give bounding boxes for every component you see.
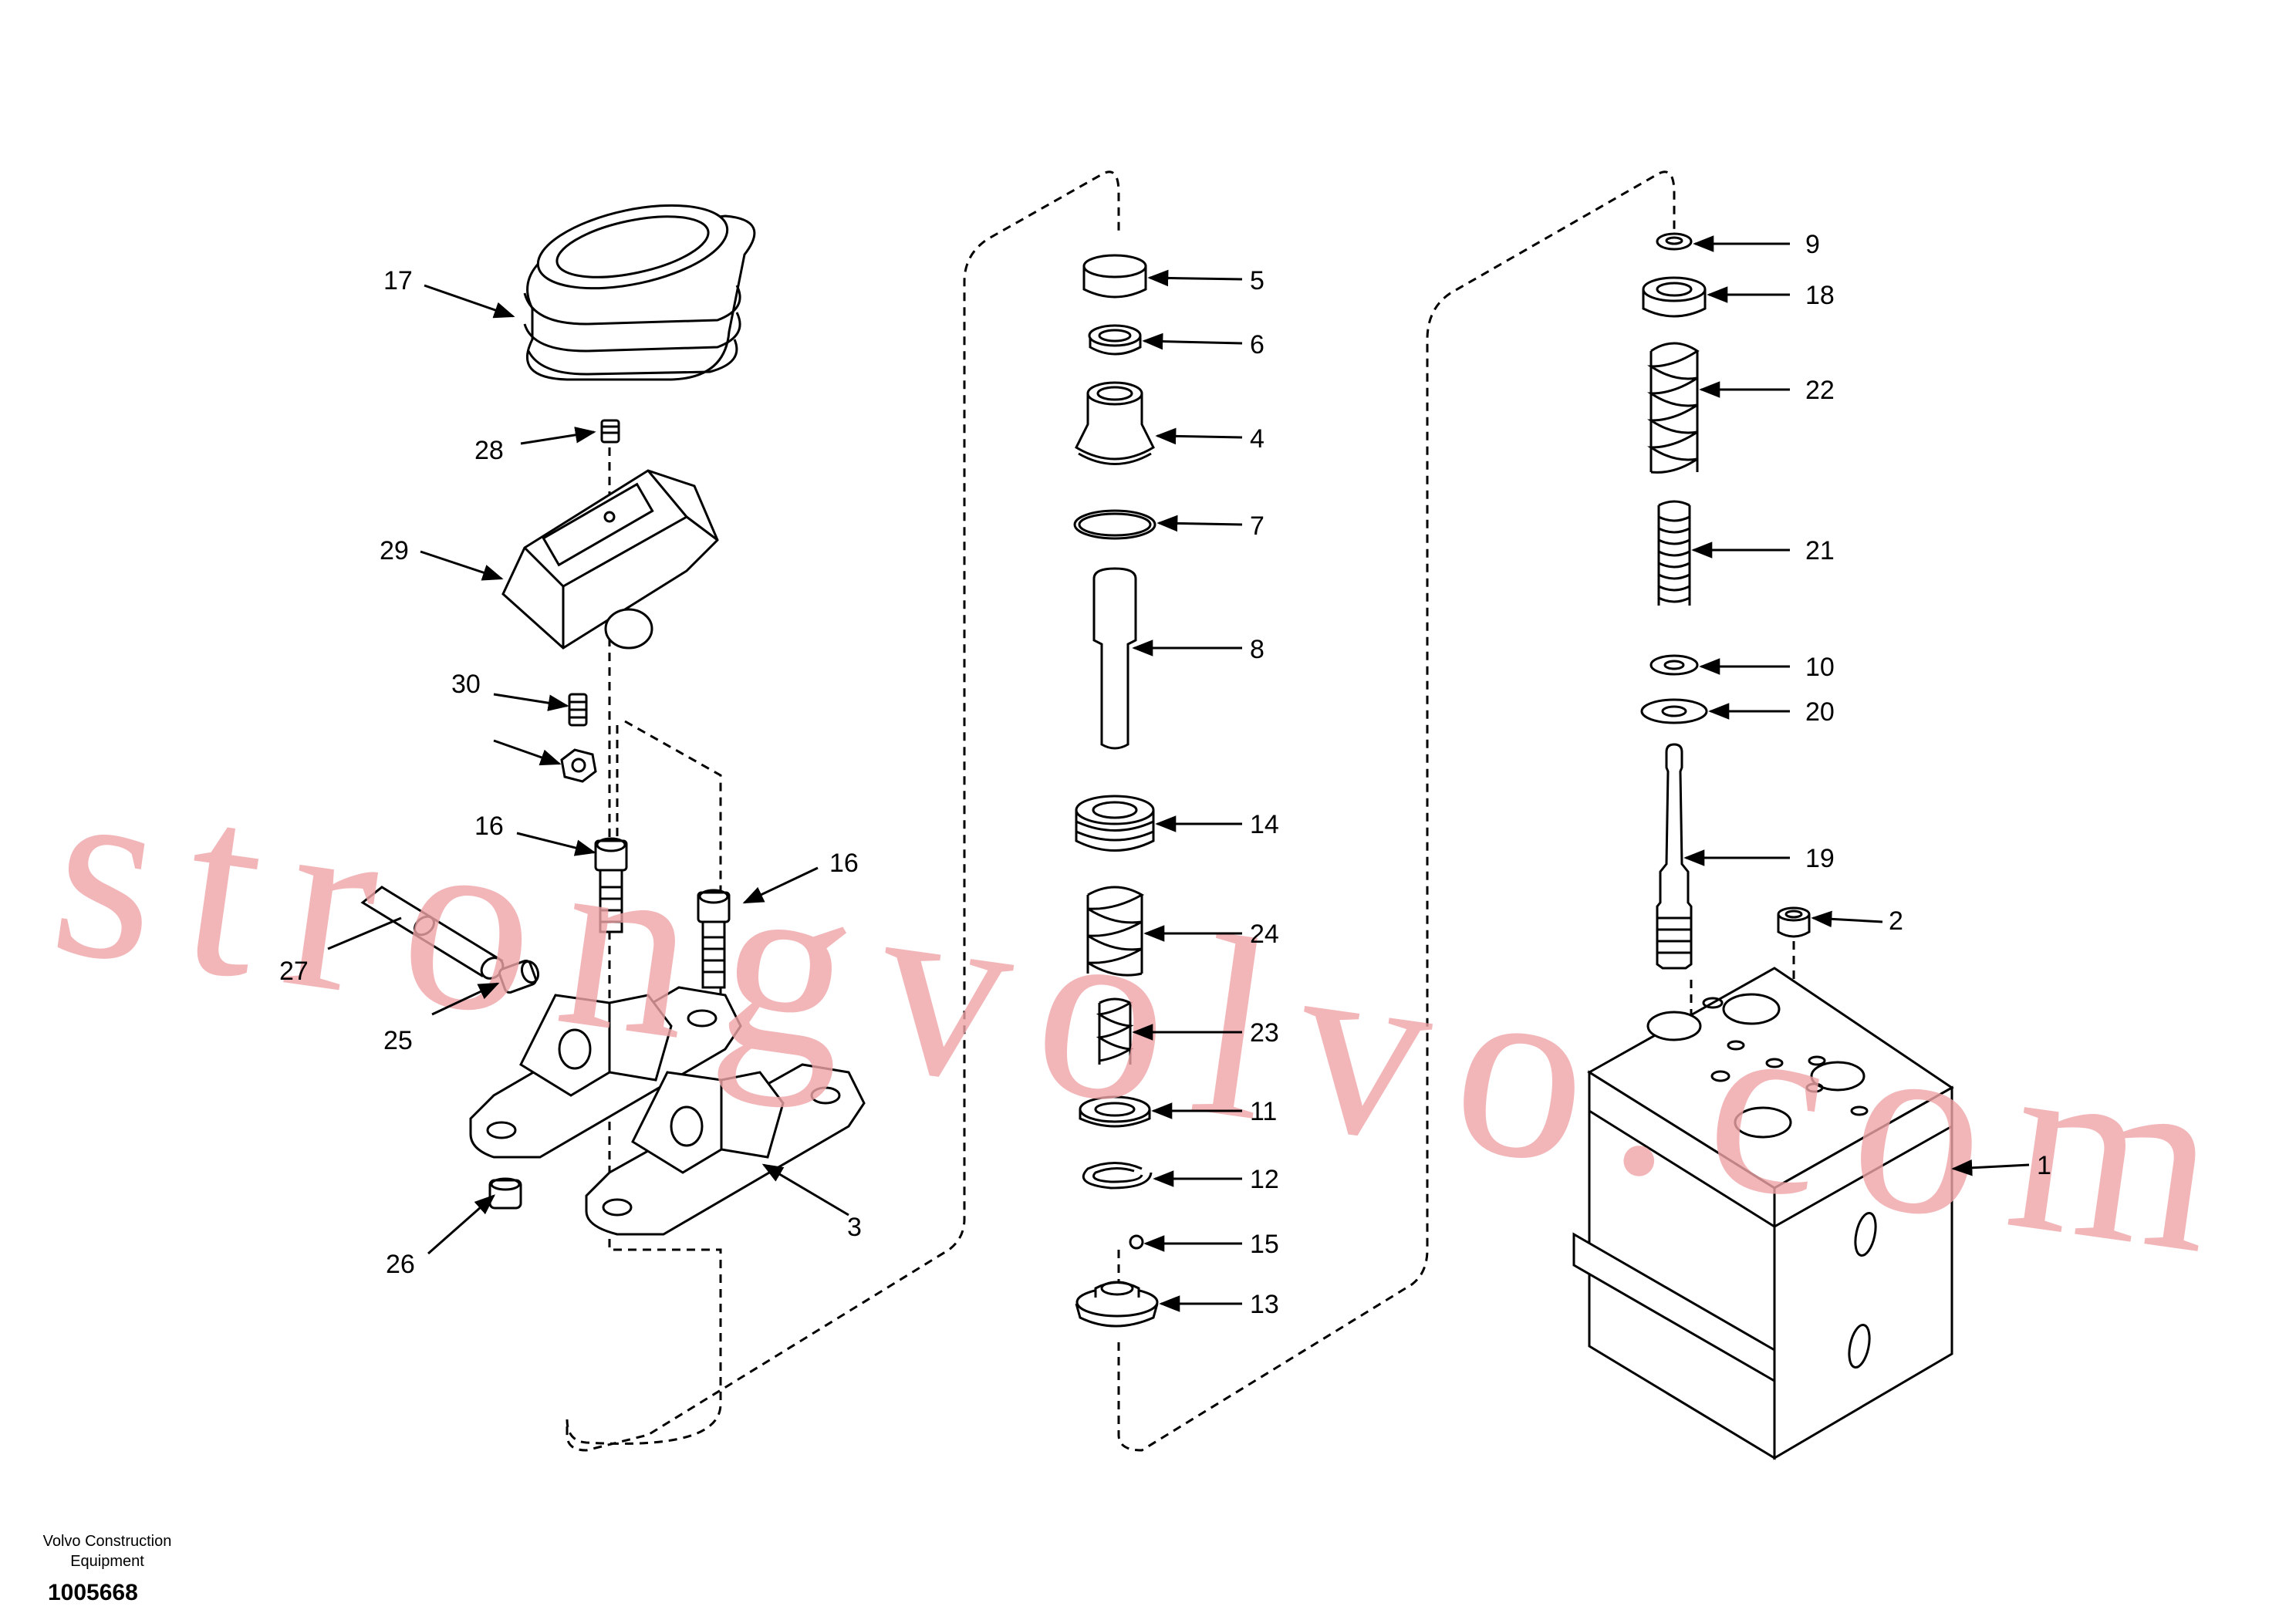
bracket-left	[469, 986, 742, 1159]
part-label-16b: 16	[829, 849, 859, 878]
washer-part-20	[1640, 698, 1708, 724]
washer-part-9	[1656, 232, 1693, 251]
seal-part-6	[1088, 324, 1142, 356]
part-label-2: 2	[1889, 906, 1903, 936]
spool-part-18	[1656, 743, 1693, 970]
part-label-24: 24	[1250, 920, 1279, 949]
part-label-23: 23	[1250, 1018, 1279, 1048]
pin-part-26	[360, 886, 505, 980]
part-label-3: 3	[847, 1213, 862, 1242]
part-label-29: 30	[451, 670, 481, 699]
drawing-number: 1005668	[48, 1580, 138, 1605]
part-label-14: 14	[1250, 810, 1279, 839]
part-label-25b: 26	[386, 1250, 415, 1279]
part-label-22: 22	[1805, 376, 1835, 405]
part-label-16a: 16	[474, 812, 504, 841]
spring-part-21	[1657, 500, 1691, 606]
part-label-12: 12	[1250, 1165, 1279, 1194]
part-label-5: 5	[1250, 266, 1264, 295]
set-screw-part-28	[600, 419, 620, 444]
part-label-10: 10	[1805, 653, 1835, 682]
part-label-25a: 25	[383, 1026, 413, 1055]
part-label-4: 4	[1250, 424, 1264, 454]
part-label-6: 6	[1250, 330, 1264, 359]
plunger-part-8	[1092, 567, 1137, 750]
bolt-part-16a	[594, 837, 628, 933]
spring-part-23	[1096, 997, 1134, 1065]
set-screw-part-29	[568, 693, 588, 727]
seat-part-14	[1075, 795, 1155, 852]
assembly-path-right	[1117, 170, 1676, 1452]
part-label-18: 19	[1805, 844, 1835, 873]
ball-part-15	[1129, 1234, 1144, 1250]
part-label-11: 11	[1250, 1097, 1277, 1126]
valve-body-part-1	[1572, 967, 1954, 1460]
washer-part-11	[1079, 1095, 1151, 1128]
snap-ring-part-12	[1082, 1162, 1153, 1190]
ring-part-5	[1082, 254, 1147, 299]
plug-part-4	[1075, 381, 1155, 465]
part-label-26: 27	[279, 957, 309, 986]
publisher-name: Volvo Construction Equipment	[42, 1533, 172, 1570]
cap-part-13	[1075, 1281, 1159, 1328]
part-label-9: 9	[1805, 230, 1820, 259]
part-label-19: 18	[1805, 281, 1835, 310]
part-label-20: 20	[1805, 697, 1835, 727]
washer-part-10	[1649, 654, 1699, 676]
pedal-bracket-part-3	[585, 1063, 866, 1236]
part-label-17: 17	[383, 266, 413, 295]
spring-part-24	[1086, 886, 1145, 977]
part-label-21: 21	[1805, 536, 1835, 565]
bushing-part-25b	[488, 1177, 522, 1210]
part-label-28: 28	[474, 436, 504, 465]
nut-part-30	[560, 748, 597, 783]
cam-plate-part-27	[501, 469, 719, 650]
bolt-part-16b	[697, 889, 731, 989]
part-label-15: 15	[1250, 1230, 1279, 1259]
part-label-13: 13	[1250, 1290, 1279, 1319]
spring-part-22	[1647, 342, 1700, 474]
part-label-8: 8	[1250, 635, 1264, 664]
part-label-27: 29	[380, 536, 409, 565]
seat-part-19	[1642, 276, 1707, 318]
plug-part-2	[1777, 906, 1811, 938]
bushing-part-25a	[498, 959, 540, 994]
leader-lines	[327, 235, 2030, 1312]
part-label-7: 7	[1250, 511, 1264, 541]
part-label-1: 1	[2037, 1151, 2051, 1180]
o-ring-part-7	[1073, 509, 1156, 540]
boot-part-17	[523, 204, 756, 381]
